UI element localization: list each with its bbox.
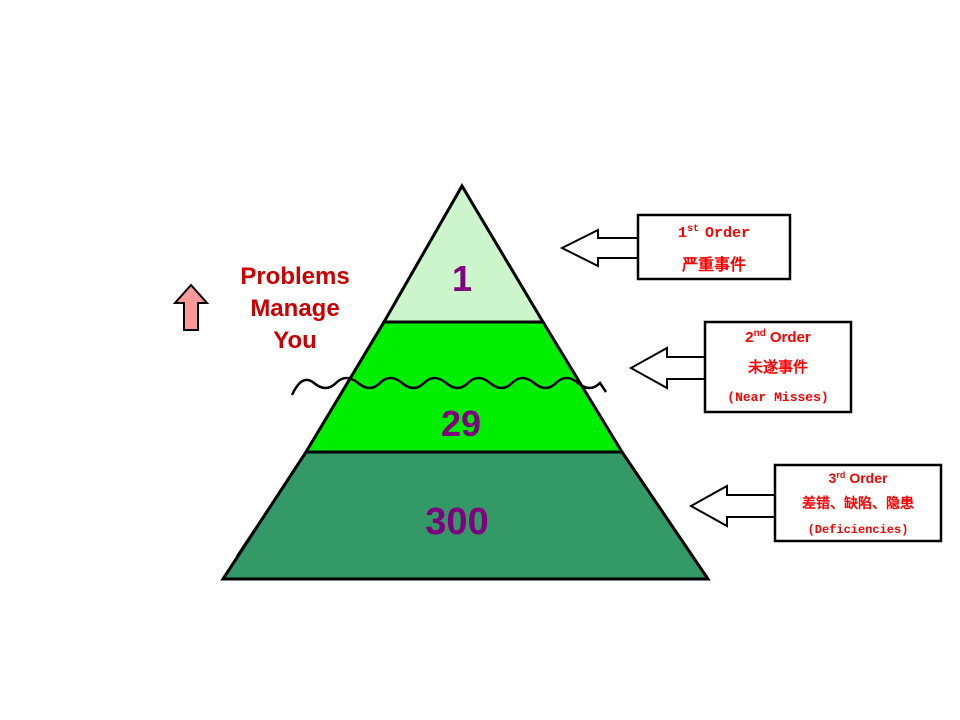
tier-value-middle: 29 bbox=[441, 403, 481, 444]
callout-2-en: (Near Misses) bbox=[727, 390, 828, 405]
callout-2-cn: 未遂事件 bbox=[747, 358, 808, 376]
side-label-line-1: Problems bbox=[240, 263, 349, 290]
callout-3-en: (Deficiencies) bbox=[808, 523, 909, 537]
callout-1-cn: 严重事件 bbox=[681, 255, 746, 274]
waterline-wave bbox=[290, 376, 608, 396]
tier-value-bottom: 300 bbox=[425, 501, 488, 543]
pyramid-tier-top bbox=[381, 183, 546, 324]
callout-arrow-3 bbox=[688, 484, 776, 528]
callout-box-1 bbox=[636, 213, 792, 281]
side-label-line-2: Manage bbox=[250, 295, 339, 322]
callout-arrow-2 bbox=[628, 346, 706, 390]
callout-box-2 bbox=[703, 320, 853, 414]
callout-box-3 bbox=[773, 463, 943, 543]
callout-3-cn: 差错、缺陷、隐患 bbox=[802, 495, 914, 511]
side-label-line-3: You bbox=[273, 327, 317, 354]
tier-value-top: 1 bbox=[452, 258, 472, 299]
pyramid-left-edge-shadow bbox=[236, 451, 307, 557]
up-arrow-icon bbox=[172, 283, 210, 331]
callout-arrow-1 bbox=[559, 228, 639, 268]
